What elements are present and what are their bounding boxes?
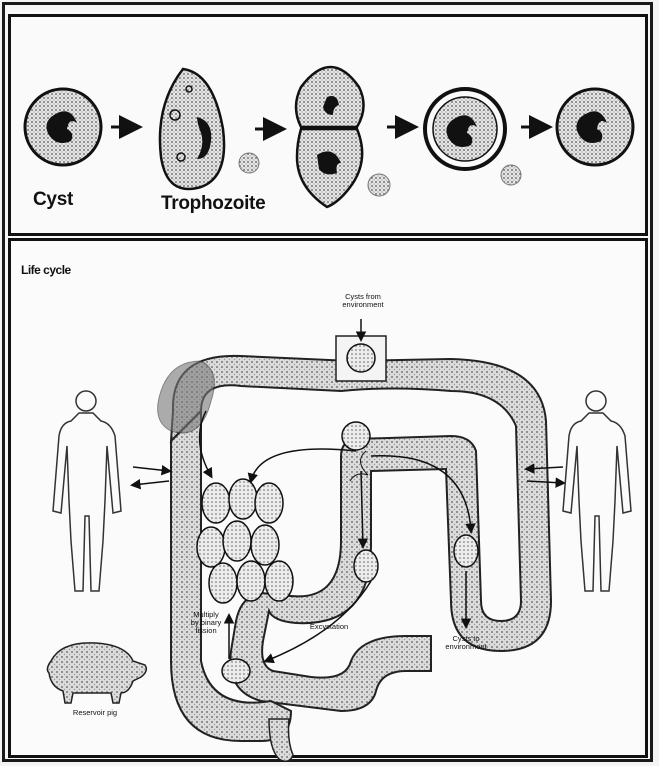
- cysts-to-environment-label: Cysts to environment: [439, 635, 493, 651]
- binary-fission-label: Multiply by binary fission: [189, 611, 223, 635]
- cysts-from-environment-label: Cysts from environment: [333, 293, 393, 309]
- stages-drawing: [11, 17, 651, 239]
- reservoir-pig-label: Reservoir pig: [65, 709, 125, 717]
- cyst-stage-1: [25, 89, 101, 165]
- dividing-stage: [296, 67, 390, 207]
- life-cycle-drawing: [11, 241, 651, 761]
- cyst-stage-2: [557, 89, 633, 165]
- human-host-left: [53, 391, 121, 591]
- precyst-stage: [425, 89, 521, 185]
- trophozoite-stage: [160, 69, 259, 189]
- excystation-label: Excystation: [299, 623, 359, 631]
- cyst-label: Cyst: [33, 189, 73, 211]
- life-cycle-panel: Life cycle Cysts from environment Excyst…: [8, 238, 648, 758]
- trophozoite-label: Trophozoite: [161, 193, 265, 215]
- pig-illustration: [47, 643, 146, 703]
- human-host-right: [563, 391, 631, 591]
- life-cycle-title: Life cycle: [21, 263, 71, 277]
- stages-panel: Cyst Trophozoite: [8, 14, 648, 236]
